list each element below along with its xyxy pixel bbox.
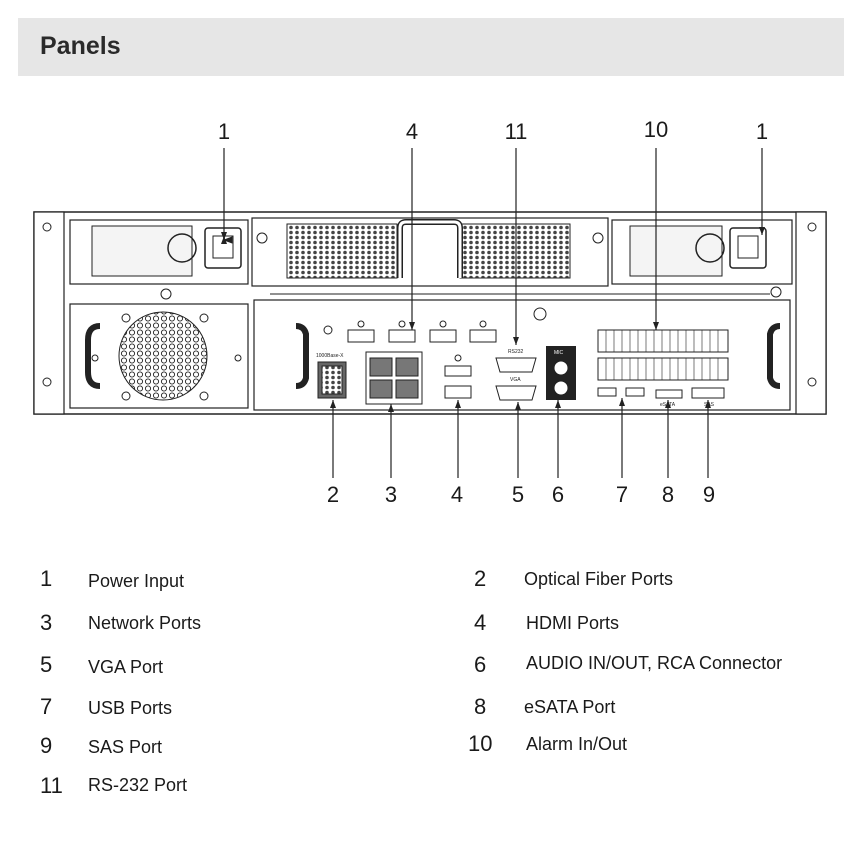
legend-label: Power Input — [88, 571, 185, 591]
mic-label: MIC — [554, 350, 564, 356]
legend-label: USB Ports — [88, 698, 173, 718]
legend-number: 6 — [474, 652, 487, 677]
hdmi-port — [347, 329, 375, 343]
legend-label: Network Ports — [88, 613, 202, 633]
hdmi-port — [469, 329, 497, 343]
section-title: Panels — [40, 32, 121, 60]
legend-number: 2 — [474, 566, 487, 591]
rs232-label: RS232 — [508, 349, 524, 355]
hdmi-port — [388, 329, 416, 343]
callout-rs232: 11 — [505, 119, 528, 144]
alarm-terminal-blocks — [597, 329, 729, 381]
callout-esata: 8 — [662, 482, 674, 507]
callout-hdmi-bottom: 4 — [451, 482, 463, 507]
legend-number: 10 — [468, 731, 493, 756]
legend-number: 4 — [474, 610, 487, 635]
legend-number: 8 — [474, 694, 487, 719]
legend-label: Alarm In/Out — [526, 734, 628, 754]
legend-label: AUDIO IN/OUT, RCA Connector — [526, 653, 783, 673]
vga-port: VGA — [495, 377, 537, 401]
callout-audio: 6 — [552, 482, 564, 507]
legend-number: 3 — [40, 610, 53, 635]
section-header: Panels — [18, 18, 844, 76]
vent-grille-left — [286, 223, 398, 279]
callout-optical: 2 — [327, 482, 339, 507]
legend-label: SAS Port — [88, 737, 163, 757]
legend-label: HDMI Ports — [526, 613, 620, 633]
legend-number: 1 — [40, 566, 53, 591]
callout-usb: 7 — [616, 482, 628, 507]
fiber-label: 1000Base-X — [316, 353, 344, 359]
power-inlet-right — [729, 227, 767, 269]
callout-power-left: 1 — [218, 119, 230, 144]
right-rack-ear — [795, 211, 827, 415]
legend-label: Optical Fiber Ports — [524, 569, 674, 589]
callout-alarm: 10 — [644, 117, 668, 142]
rear-fan-module — [69, 303, 249, 409]
vent-grille-right — [459, 223, 571, 279]
legend-label: RS-232 Port — [88, 775, 188, 795]
legend-label: VGA Port — [88, 657, 164, 677]
legend-label: eSATA Port — [524, 697, 616, 717]
hdmi-port-row — [347, 320, 497, 343]
vga-label: VGA — [510, 377, 521, 383]
callout-network: 3 — [385, 482, 397, 507]
left-rack-ear — [33, 211, 65, 415]
optical-fiber-ports: 1000Base-X — [316, 353, 347, 399]
rs232-port: RS232 — [495, 349, 537, 373]
legend-number: 7 — [40, 694, 53, 719]
legend-number: 9 — [40, 733, 53, 758]
hdmi-lower-ports — [444, 354, 472, 399]
audio-rca-connectors: MIC — [546, 346, 576, 400]
callout-power-right: 1 — [756, 119, 768, 144]
left-power-supply — [69, 219, 249, 300]
callout-hdmi-top: 4 — [406, 119, 418, 144]
hdmi-port — [429, 329, 457, 343]
usb-ports — [597, 387, 645, 397]
legend-number: 5 — [40, 652, 53, 677]
rear-panel-diagram: 1000Base-X RS232 VGA MIC — [33, 117, 827, 507]
callout-vga: 5 — [512, 482, 524, 507]
callout-sas: 9 — [703, 482, 715, 507]
legend-number: 11 — [40, 773, 63, 798]
network-ports — [365, 351, 423, 405]
